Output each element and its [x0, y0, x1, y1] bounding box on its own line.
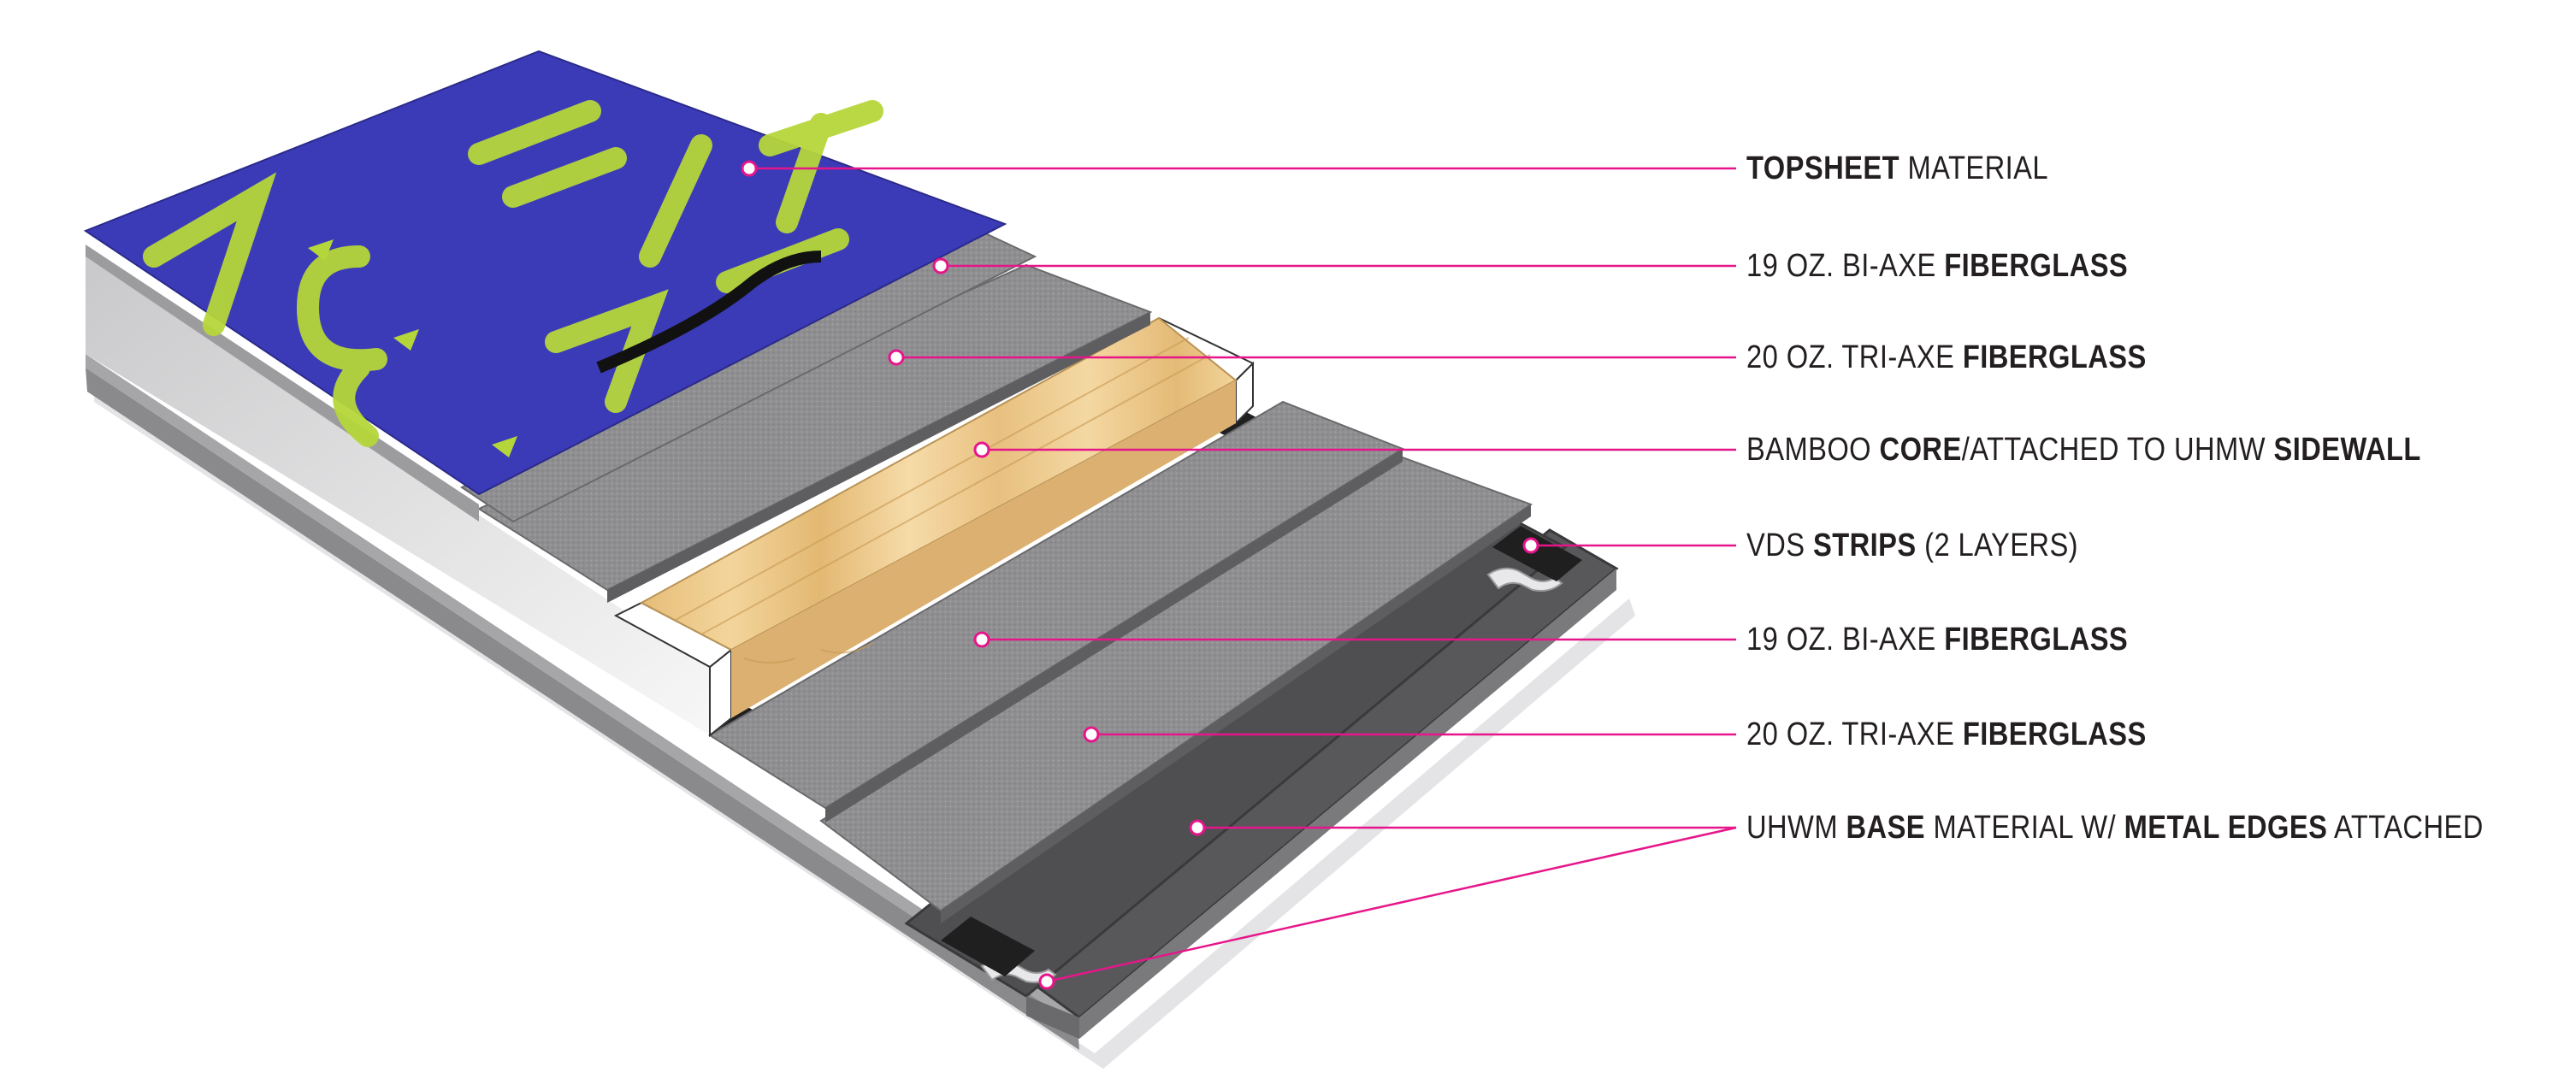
label-part: FIBERGLASS: [1962, 339, 2147, 375]
label-topsheet: TOPSHEET MATERIAL: [1746, 149, 2048, 188]
sidewall-left-face: [86, 257, 710, 735]
bottom-tri-axe-edge: [941, 504, 1531, 923]
vds-strip-left: [941, 917, 1035, 976]
leader-dots: [741, 160, 1539, 990]
leader-lines: [749, 167, 1737, 983]
label-part: CORE: [1879, 432, 1962, 468]
bottom-laminate-side: [86, 368, 1079, 1050]
vds-strip-right: [1492, 526, 1582, 581]
top-laminate-side: [86, 245, 479, 522]
label-part: STRIPS: [1813, 528, 1917, 563]
label-base: UHWM BASE MATERIAL W/ METAL EDGES ATTACH…: [1746, 808, 2484, 847]
label-fg-bottom-tri: 20 OZ. TRI-AXE FIBERGLASS: [1746, 715, 2147, 754]
top-tri-axe-edge: [607, 312, 1150, 603]
label-part: SIDEWALL: [2273, 432, 2421, 468]
label-part: FIBERGLASS: [1944, 248, 2129, 284]
label-part: FIBERGLASS: [1962, 716, 2147, 752]
label-part: FIBERGLASS: [1944, 622, 2129, 657]
label-part: 19 OZ. BI-AXE: [1746, 248, 1945, 284]
label-part: ATTACHED: [2327, 810, 2484, 846]
label-part: BAMBOO: [1746, 432, 1880, 468]
label-part: 20 OZ. TRI-AXE: [1746, 716, 1963, 752]
topsheet-logo-chevrons: [308, 239, 517, 457]
label-part: 20 OZ. TRI-AXE: [1746, 339, 1963, 375]
topsheet-black-swoosh: [596, 251, 822, 374]
base-plate-edge: [1079, 569, 1616, 1039]
label-part: (2 LAYERS): [1916, 528, 2078, 563]
label-part: METAL EDGES: [2124, 810, 2328, 846]
label-part: /ATTACHED TO UHMW: [1961, 432, 2274, 468]
label-part: MATERIAL: [1899, 150, 2048, 186]
bamboo-grain: [675, 337, 1211, 663]
label-part: MATERIAL W/: [1925, 810, 2124, 846]
bamboo-core-front: [731, 380, 1236, 718]
leader-base-edge: [1046, 826, 1737, 983]
label-core: BAMBOO CORE/ATTACHED TO UHMW SIDEWALL: [1746, 430, 2421, 469]
label-part: BASE: [1846, 810, 1926, 846]
label-fg-top-bi: 19 OZ. BI-AXE FIBERGLASS: [1746, 246, 2128, 286]
label-part: UHWM: [1746, 810, 1846, 846]
bottom-laminate-side-2: [86, 354, 1078, 1026]
bottom-bi-axe-edge: [825, 449, 1403, 823]
label-fg-top-tri: 20 OZ. TRI-AXE FIBERGLASS: [1746, 338, 2147, 377]
label-part: VDS: [1746, 528, 1814, 563]
label-part: TOPSHEET: [1746, 150, 1900, 186]
topsheet-letters: [143, 100, 883, 447]
label-vds: VDS STRIPS (2 LAYERS): [1746, 526, 2078, 565]
label-part: 19 OZ. BI-AXE: [1746, 622, 1945, 657]
label-fg-bottom-bi: 19 OZ. BI-AXE FIBERGLASS: [1746, 620, 2128, 659]
metal-edge-slot-right: [1486, 567, 1563, 592]
base-plate-face: [1026, 996, 1079, 1039]
